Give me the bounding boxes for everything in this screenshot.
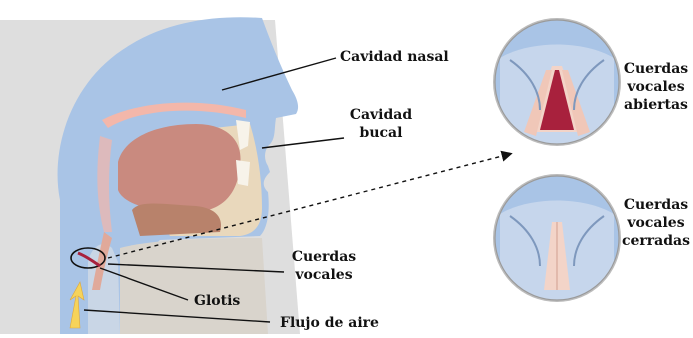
label-vocal-cords: Cuerdas vocales: [284, 248, 364, 284]
label-closed-cords-line3: cerradas: [619, 232, 693, 250]
label-nasal-cavity: Cavidad nasal: [340, 48, 449, 66]
lower-teeth: [236, 160, 250, 186]
label-vocal-cords-line1: Cuerdas: [284, 248, 364, 266]
open-cords-view: [490, 16, 630, 156]
neck-tissue: [120, 238, 268, 334]
label-open-cords: Cuerdas vocales abiertas: [619, 60, 693, 114]
label-airflow: Flujo de aire: [280, 314, 379, 332]
label-closed-cords-line2: vocales: [619, 214, 693, 232]
label-oral-cavity-line2: bucal: [342, 124, 420, 142]
label-vocal-cords-line2: vocales: [284, 266, 364, 284]
label-closed-cords: Cuerdas vocales cerradas: [619, 196, 693, 250]
label-open-cords-line3: abiertas: [619, 96, 693, 114]
label-open-cords-line1: Cuerdas: [619, 60, 693, 78]
label-glottis: Glotis: [194, 292, 240, 310]
label-oral-cavity-line1: Cavidad: [342, 106, 420, 124]
label-open-cords-line2: vocales: [619, 78, 693, 96]
label-oral-cavity: Cavidad bucal: [342, 106, 420, 142]
label-closed-cords-line1: Cuerdas: [619, 196, 693, 214]
closed-cords-view: [490, 172, 630, 312]
